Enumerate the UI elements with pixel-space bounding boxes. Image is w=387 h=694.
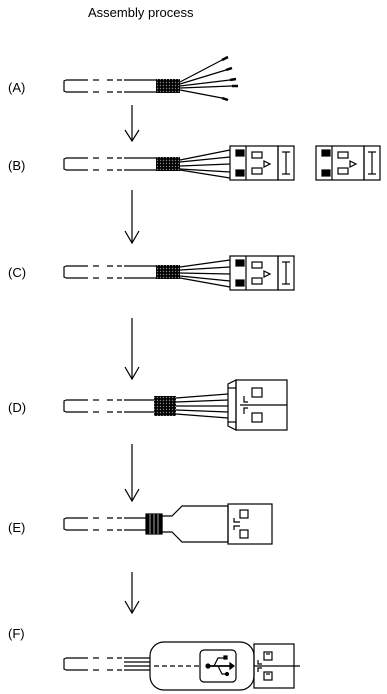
step-label-a: (A) <box>8 80 26 95</box>
connector-housing-spare <box>315 145 381 181</box>
step-label-c: (C) <box>8 265 27 280</box>
arrow-e-to-f <box>124 572 140 615</box>
arrow-c-to-d <box>124 318 140 381</box>
diagram-title: Assembly process <box>88 5 194 20</box>
step-label-f: (F) <box>8 626 25 641</box>
step-b-cable <box>63 149 231 179</box>
step-a-cable <box>63 55 238 102</box>
arrow-d-to-e <box>124 444 140 503</box>
connector-housing-attached <box>229 145 295 181</box>
step-label-b: (B) <box>8 158 26 173</box>
step-c-cable <box>63 255 295 291</box>
step-label-d: (D) <box>8 400 27 415</box>
braid-shield <box>156 79 180 93</box>
step-label-e: (E) <box>8 520 26 535</box>
arrow-b-to-c <box>124 190 140 245</box>
arrow-a-to-b <box>124 105 140 143</box>
step-d-cable <box>63 379 288 431</box>
step-f-cable <box>63 641 300 691</box>
usb-logo-panel <box>199 649 237 683</box>
step-e-cable <box>63 503 273 545</box>
